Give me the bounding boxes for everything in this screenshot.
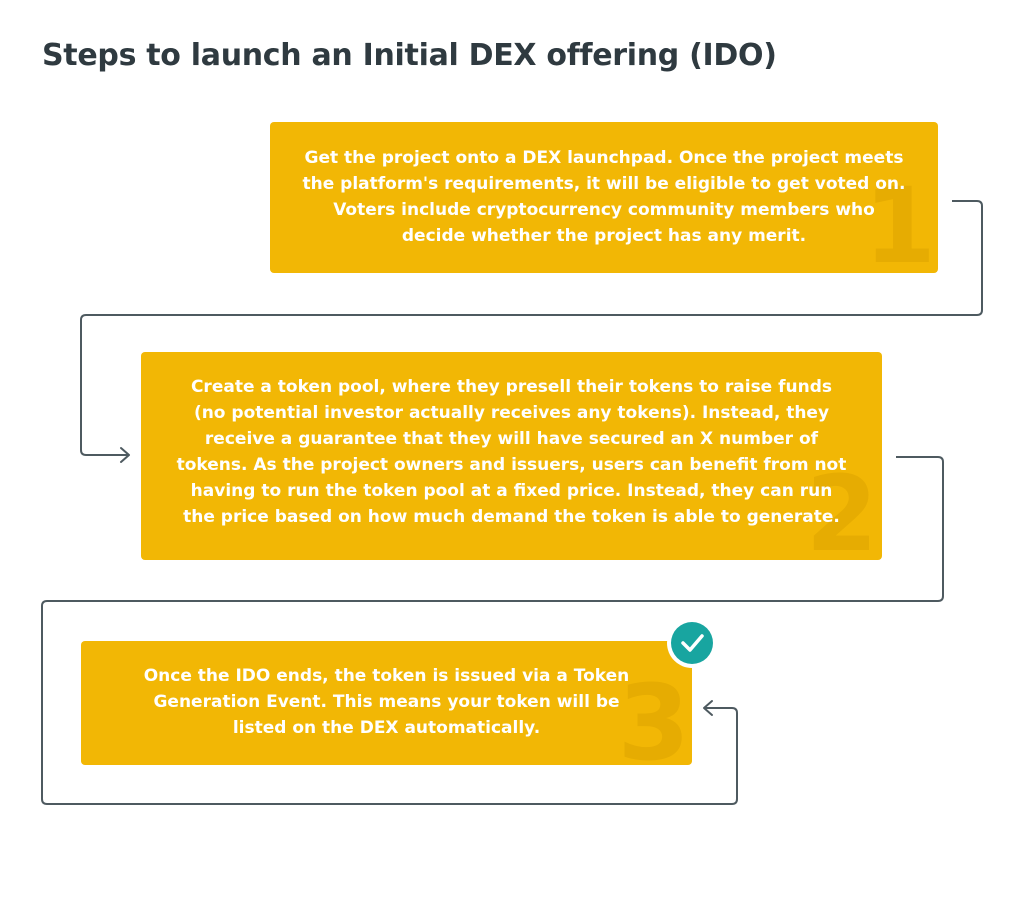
step-text-line: Once the IDO ends, the token is issued v… <box>143 666 630 686</box>
arrow-head-icon <box>120 447 130 463</box>
step-text-line: decide whether the project has any merit… <box>401 226 807 246</box>
step-description: Get the project onto a DEX launchpad. On… <box>270 145 938 249</box>
step-text-line: the platform's requirements, it will be … <box>302 174 906 194</box>
step-text-line: having to run the token pool at a fixed … <box>190 481 833 501</box>
step-description: Create a token pool, where they presell … <box>141 374 882 530</box>
step-text-line: Generation Event. This means your token … <box>153 692 620 712</box>
step-text-line: (no potential investor actually receives… <box>193 403 830 423</box>
step-text-line: Voters include cryptocurrency community … <box>333 200 875 220</box>
completion-badge <box>667 618 717 668</box>
step-1-card: 1 Get the project onto a DEX launchpad. … <box>270 122 938 273</box>
step-text-line: Get the project onto a DEX launchpad. On… <box>304 148 904 168</box>
arrow-head-icon <box>703 700 713 716</box>
step-2-card: 2 Create a token pool, where they presel… <box>141 352 882 560</box>
step-3-card: 3 Once the IDO ends, the token is issued… <box>81 641 692 765</box>
page-title: Steps to launch an Initial DEX offering … <box>42 38 777 73</box>
step-text-line: Create a token pool, where they presell … <box>190 377 833 397</box>
step-text-line: the price based on how much demand the t… <box>183 507 840 527</box>
step-text-line: receive a guarantee that they will have … <box>204 429 819 449</box>
checkmark-icon <box>671 622 713 664</box>
connector-step2-to-step3 <box>41 456 944 805</box>
step-description: Once the IDO ends, the token is issued v… <box>81 663 692 741</box>
step-text-line: listed on the DEX automatically. <box>232 718 541 738</box>
connector-step1-to-step2 <box>80 200 983 456</box>
step-text-line: tokens. As the project owners and issuer… <box>176 455 847 475</box>
